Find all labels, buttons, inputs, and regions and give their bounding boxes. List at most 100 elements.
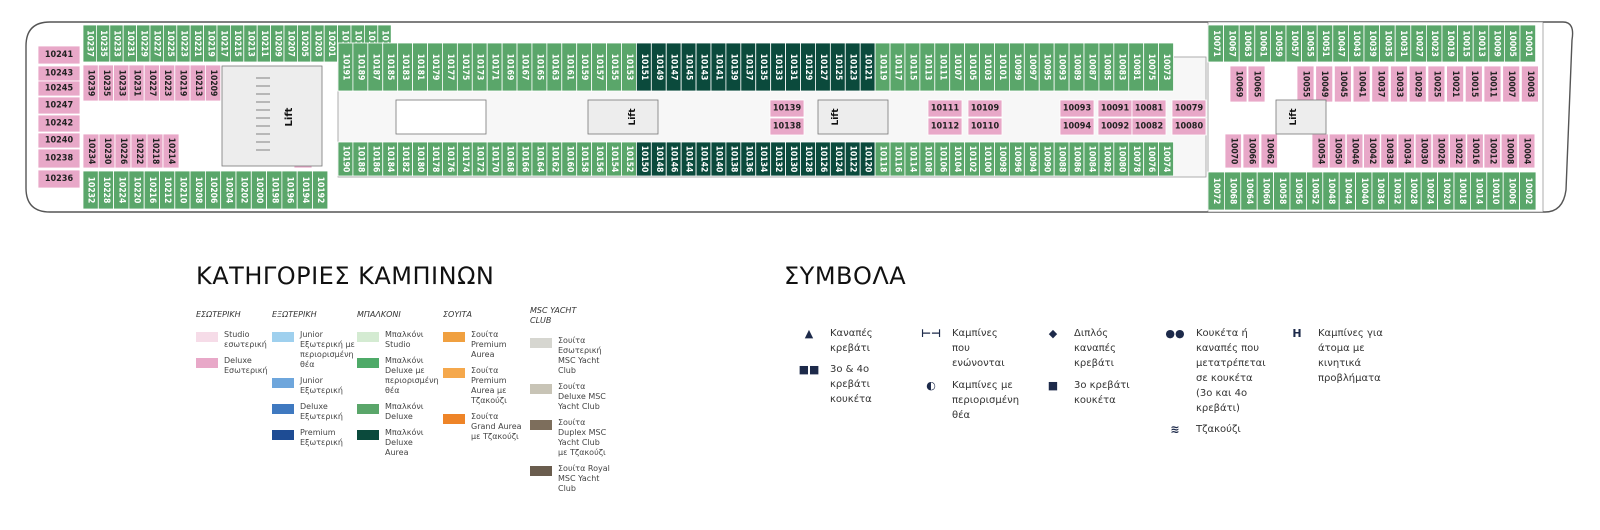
cabin-number: 10061	[1258, 30, 1268, 57]
cabin-number: 10031	[1398, 30, 1408, 57]
cabin-number: 10104	[952, 146, 962, 173]
symbol-label: Καμπίνες για άτομα με κινητικά προβλήματ…	[1318, 328, 1383, 384]
cabin-number: 10123	[848, 54, 858, 81]
cabin-number: 10020	[1441, 178, 1451, 205]
public-area	[395, 99, 487, 135]
category-item: Μπαλκόνι Deluxe	[357, 402, 439, 422]
cabin	[1352, 65, 1371, 103]
cabin-number: 10217	[219, 30, 229, 57]
cabin	[1408, 65, 1427, 103]
cabin-number: 10012	[1487, 138, 1497, 165]
category-item: Σουίτα Εσωτερική MSC Yacht Club	[530, 336, 610, 376]
cabin-number: 10185	[385, 54, 395, 81]
category-swatch	[443, 414, 465, 424]
category-label: Studio εσωτερική	[224, 330, 267, 349]
category-item: Premium Εξωτερική	[272, 428, 355, 448]
cabin-number: 10091	[1101, 104, 1130, 114]
cabin-number: 10132	[773, 146, 783, 173]
cabin-number: 10114	[907, 146, 917, 173]
cabin	[1363, 133, 1381, 169]
square-icon: ■	[1047, 379, 1059, 392]
cabin	[312, 170, 329, 210]
category-heading: ΜΠΑΛΚΟΝΙ	[357, 310, 401, 319]
cabin-number: 10064	[1244, 178, 1254, 205]
cabin-number: 10018	[1457, 178, 1467, 205]
category-swatch	[530, 420, 552, 430]
cabin	[927, 99, 963, 118]
cabin-number: 10166	[520, 146, 530, 173]
cabin-number: 10182	[400, 146, 410, 173]
cabin-number: 10190	[340, 146, 350, 173]
category-item: Junior Εξωτερική με περιορισμένη θέα	[272, 330, 355, 370]
category-item: Σουίτα Grand Aurea με Τζακούζι	[443, 412, 522, 442]
cabin-number: 10110	[971, 122, 1000, 132]
cabin-number: 10094	[1063, 122, 1092, 132]
cabin-number: 10169	[505, 54, 515, 81]
cabin-number: 10097	[1027, 54, 1037, 81]
cabin-number: 10156	[594, 146, 604, 173]
cabin-number: 10119	[878, 54, 888, 81]
cabin-number: 10131	[788, 54, 798, 81]
cabin	[1346, 133, 1364, 169]
cabin-number: 10034	[1401, 138, 1411, 165]
cabin-number: 10030	[1418, 138, 1428, 165]
category-label: Σουίτα Duplex MSC Yacht Club με Τζακούζι	[558, 418, 607, 457]
cabin-number: 10223	[162, 70, 172, 97]
cabin-number: 10222	[134, 138, 144, 165]
cabin-number: 10016	[1470, 138, 1480, 165]
cabin-number: 10014	[1474, 178, 1484, 205]
cabin-number: 10206	[208, 177, 218, 204]
cabin-number: 10234	[86, 138, 96, 165]
cabin-number: 10089	[1072, 54, 1082, 81]
accessible-icon: H	[1292, 327, 1302, 340]
cabin-number: 10208	[193, 177, 203, 204]
cabin-number: 10023	[1429, 30, 1439, 57]
cabin-number: 10046	[1350, 138, 1360, 165]
cabin-number: 10134	[758, 146, 768, 173]
cabin-number: 10027	[1414, 30, 1424, 57]
cabin	[1464, 65, 1483, 103]
category-label: Σουίτα Grand Aurea με Τζακούζι	[471, 412, 522, 441]
cabin-number: 10147	[669, 54, 679, 81]
half-circle-icon: ◐	[926, 379, 936, 392]
cabin-number: 10082	[1135, 122, 1163, 132]
cabin	[1390, 65, 1408, 103]
cabin-number: 10207	[286, 30, 296, 57]
cabin-number: 10047	[1336, 30, 1346, 57]
cabin-number: 10235	[101, 70, 111, 97]
cabin-number: 10143	[699, 54, 709, 81]
cabin-number: 10228	[101, 177, 111, 204]
symbols-title: ΣΥΜΒΟΛΑ	[784, 262, 907, 290]
cabin-number: 10026	[1436, 138, 1446, 165]
cabin-number: 10108	[922, 146, 932, 173]
category-swatch	[357, 430, 379, 440]
cabin-number: 10048	[1326, 178, 1336, 205]
cabin-number: 10247	[45, 101, 73, 111]
cabin-number: 10066	[1246, 138, 1256, 165]
cabin-number: 10219	[177, 70, 187, 97]
cabin-number: 10087	[1086, 54, 1096, 81]
symbol-label: 3ο κρεβάτι κουκέτα	[1074, 380, 1130, 406]
category-label: Μπαλκόνι Deluxe Aurea	[385, 428, 424, 457]
cabin-number: 10074	[1161, 146, 1171, 173]
cabin-number: 10056	[1293, 178, 1303, 205]
cabin-number: 10157	[594, 54, 604, 81]
cabin-number: 10092	[1101, 122, 1129, 132]
cabin-number: 10235	[98, 30, 108, 57]
connecting-icon: ⊢⊣	[920, 327, 942, 340]
cabin	[769, 99, 805, 118]
cabin	[1328, 133, 1347, 169]
cabin-number: 10124	[833, 146, 843, 173]
cabin-number: 10073	[1161, 54, 1171, 81]
cabin-number: 10001	[1523, 30, 1533, 57]
lift-label-mid-1: Lift	[628, 108, 638, 126]
stairwell-mid	[587, 99, 659, 135]
cabin-number: 10183	[400, 54, 410, 81]
cabin	[1171, 99, 1207, 118]
cabin-number: 10096	[1012, 146, 1022, 173]
cabin-number: 10069	[1234, 71, 1244, 98]
category-item: Μπαλκόνι Studio	[357, 330, 439, 350]
cabin-number: 10189	[355, 54, 365, 81]
cabin-number: 10227	[147, 70, 157, 97]
